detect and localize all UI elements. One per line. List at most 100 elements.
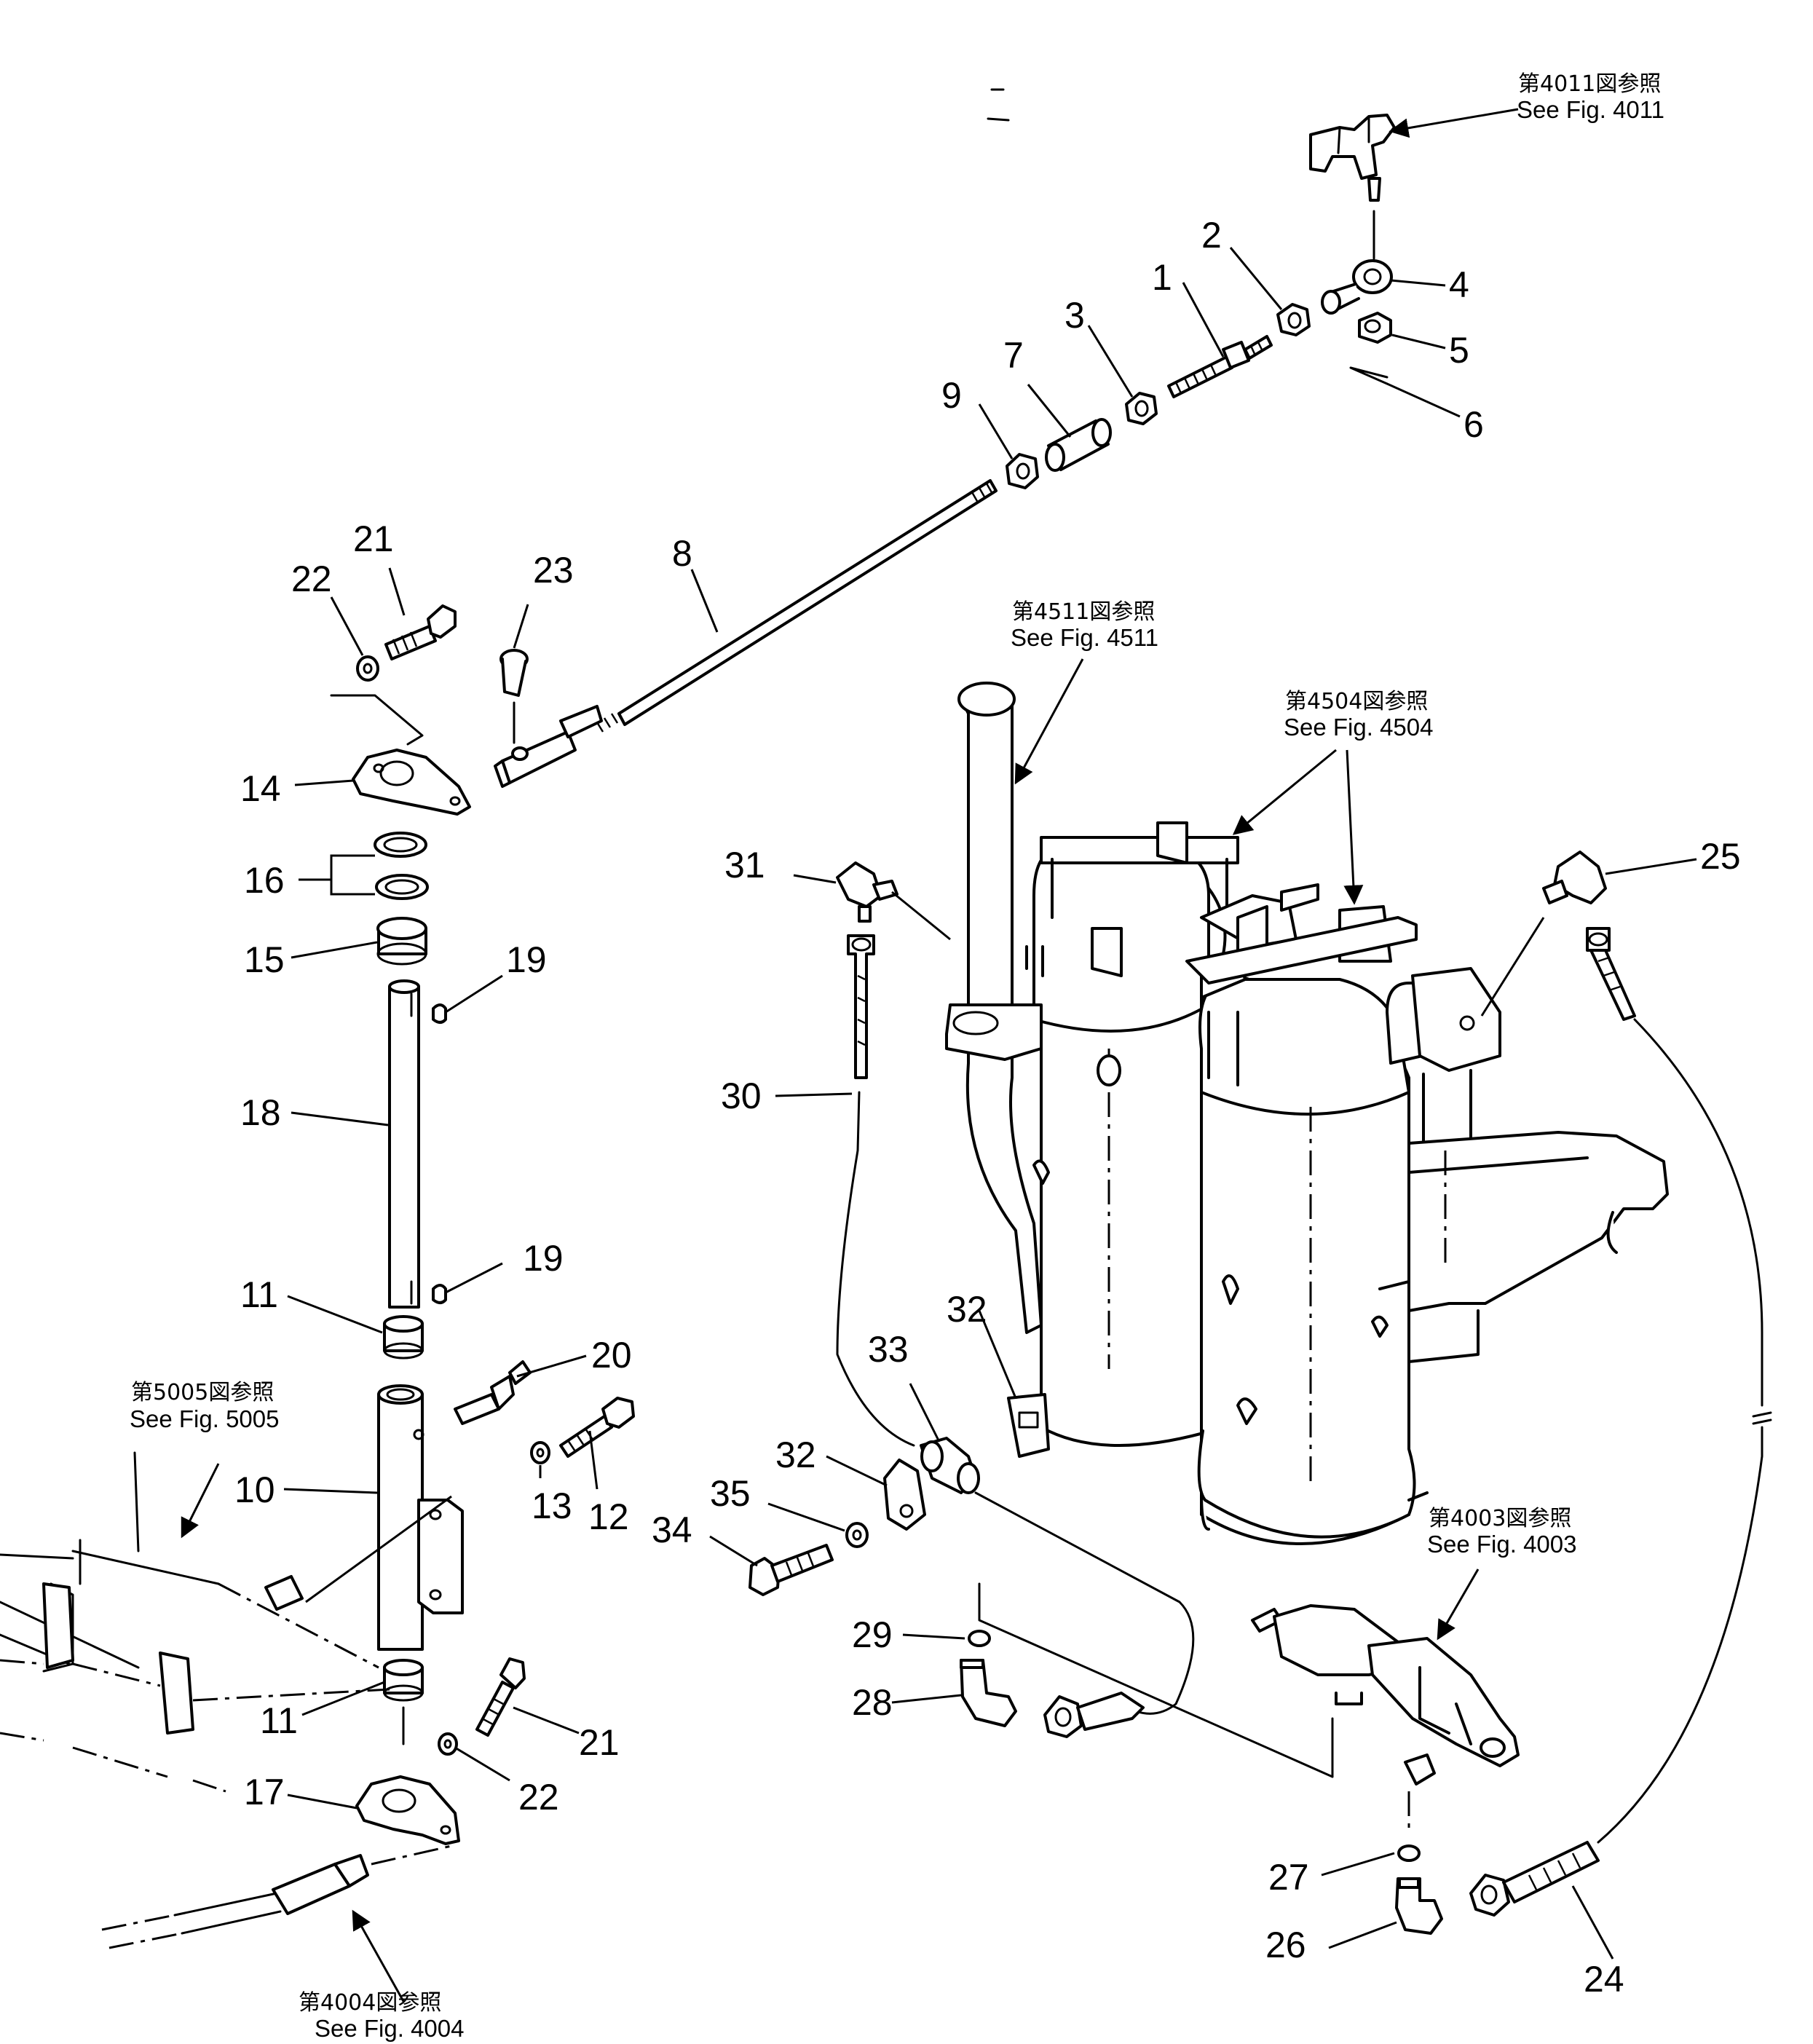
shaft-18 (388, 979, 420, 1309)
nut-9 (1006, 453, 1039, 489)
bolt-34 (748, 1544, 834, 1596)
sleeve-7 (1045, 418, 1112, 472)
leader-lines (283, 247, 1697, 1960)
rod-8 (596, 479, 998, 733)
label-part-5: 5 (1449, 330, 1469, 371)
hose-24 (1469, 1018, 1772, 1917)
rod-ref-4004 (101, 1844, 452, 1949)
nut-5 (1358, 312, 1392, 344)
washer-13 (530, 1441, 550, 1464)
label-part-32-lower: 32 (775, 1435, 816, 1475)
label-part-9: 9 (941, 375, 962, 416)
label-part-33: 33 (868, 1329, 909, 1370)
key-19-lower (432, 1284, 447, 1304)
label-part-21-upper: 21 (353, 518, 394, 559)
ref-4011-en: See Fig. 4011 (1517, 96, 1664, 123)
ref-5005-jp: 第5005図参照 (131, 1380, 274, 1405)
bolt-21-upper (384, 604, 457, 660)
label-part-22-upper: 22 (291, 559, 332, 599)
lever-assembly-ref-4011 (1309, 114, 1396, 260)
label-part-12: 12 (588, 1496, 629, 1537)
elbow-25 (1542, 851, 1607, 904)
cotter-pin-6 (1349, 366, 1389, 385)
label-part-35: 35 (710, 1473, 751, 1514)
clip-32-upper (1007, 1393, 1050, 1458)
washer-22-lower (438, 1732, 458, 1756)
reference-notes: 第4011図参照 See Fig. 4011 第4511図参照 See Fig.… (130, 71, 1664, 2042)
valve-ref-4003 (1251, 1604, 1520, 1835)
grease-fitting-20 (454, 1360, 532, 1425)
label-part-23: 23 (533, 550, 574, 591)
label-part-2: 2 (1201, 215, 1222, 256)
clip-32-lower (883, 1459, 926, 1531)
key-19-upper (432, 1003, 447, 1024)
label-part-13: 13 (532, 1485, 572, 1526)
bolt-21-lower (475, 1657, 526, 1737)
ref-4511-en: See Fig. 4511 (1011, 624, 1158, 651)
tank-assembly-ref-4504 (1025, 821, 1669, 1545)
ref-4504-jp: 第4504図参照 (1285, 689, 1428, 714)
label-part-19-lower: 19 (523, 1238, 564, 1279)
grommet-33 (920, 1437, 980, 1494)
ref-4004-en: See Fig. 4004 (315, 2015, 464, 2042)
hose-fitting-28 (1043, 1692, 1145, 1738)
bolt-12 (559, 1397, 635, 1458)
oring-29 (968, 1630, 991, 1647)
ref-4504-en: See Fig. 4504 (1284, 714, 1433, 741)
label-part-11-upper: 11 (240, 1274, 278, 1315)
ref-4004-jp: 第4004図参照 (299, 1990, 441, 2016)
label-part-14: 14 (240, 768, 281, 809)
label-part-15: 15 (244, 939, 285, 980)
filler-pipe-ref-4511 (945, 682, 1050, 1334)
label-part-31: 31 (724, 845, 765, 885)
bushing-11-upper (383, 1315, 424, 1360)
label-part-7: 7 (1003, 335, 1024, 376)
label-part-17: 17 (244, 1772, 285, 1812)
label-part-24: 24 (1584, 1959, 1624, 2000)
label-part-1: 1 (1152, 257, 1172, 298)
label-part-4: 4 (1449, 264, 1469, 305)
elbow-31 (836, 861, 898, 923)
label-part-6: 6 (1464, 404, 1484, 445)
label-part-3: 3 (1065, 295, 1085, 336)
bracket-tube-10 (377, 1384, 464, 1651)
label-part-16: 16 (244, 860, 285, 901)
label-part-8: 8 (672, 533, 692, 574)
washer-22-upper (356, 655, 379, 682)
label-part-20: 20 (591, 1335, 632, 1376)
hose-30 (836, 934, 1195, 1715)
label-part-22-lower: 22 (518, 1777, 559, 1818)
pin-23 (499, 649, 529, 744)
label-part-28: 28 (852, 1682, 893, 1723)
bushing-15 (376, 917, 427, 966)
ref-4003-en: See Fig. 4003 (1427, 1531, 1576, 1558)
label-part-19-upper: 19 (506, 939, 547, 980)
label-part-27: 27 (1268, 1857, 1309, 1898)
ref-4011-jp: 第4011図参照 (1518, 71, 1661, 97)
hose-end-25 (1586, 927, 1636, 1021)
label-part-30: 30 (721, 1076, 762, 1116)
part-number-labels: 1 2 3 4 5 6 7 8 9 10 11 11 12 13 14 15 1… (234, 215, 1741, 2000)
label-part-29: 29 (852, 1614, 893, 1655)
elbow-26 (1395, 1877, 1443, 1935)
lever-17 (355, 1775, 460, 1845)
bushing-11-lower (383, 1659, 424, 1702)
lever-14 (352, 749, 471, 816)
clevis-23 (494, 705, 603, 788)
reference-arrows (181, 108, 1519, 2003)
label-part-11-lower: 11 (260, 1700, 298, 1741)
washer-16 (374, 832, 429, 900)
label-part-34: 34 (652, 1510, 692, 1550)
label-part-18: 18 (240, 1092, 281, 1133)
oring-27 (1397, 1844, 1421, 1862)
nut-3 (1125, 392, 1158, 425)
ref-4003-jp: 第4003図参照 (1429, 1506, 1571, 1531)
label-part-26: 26 (1265, 1925, 1306, 1965)
label-part-25: 25 (1700, 836, 1741, 877)
label-part-10: 10 (234, 1469, 275, 1510)
nut-2 (1276, 303, 1311, 336)
chassis-frame-ref-5005 (0, 1451, 390, 1793)
turnbuckle-bolt-1 (1167, 335, 1273, 398)
label-part-32-upper: 32 (947, 1289, 987, 1330)
ref-5005-en: See Fig. 5005 (130, 1405, 279, 1432)
